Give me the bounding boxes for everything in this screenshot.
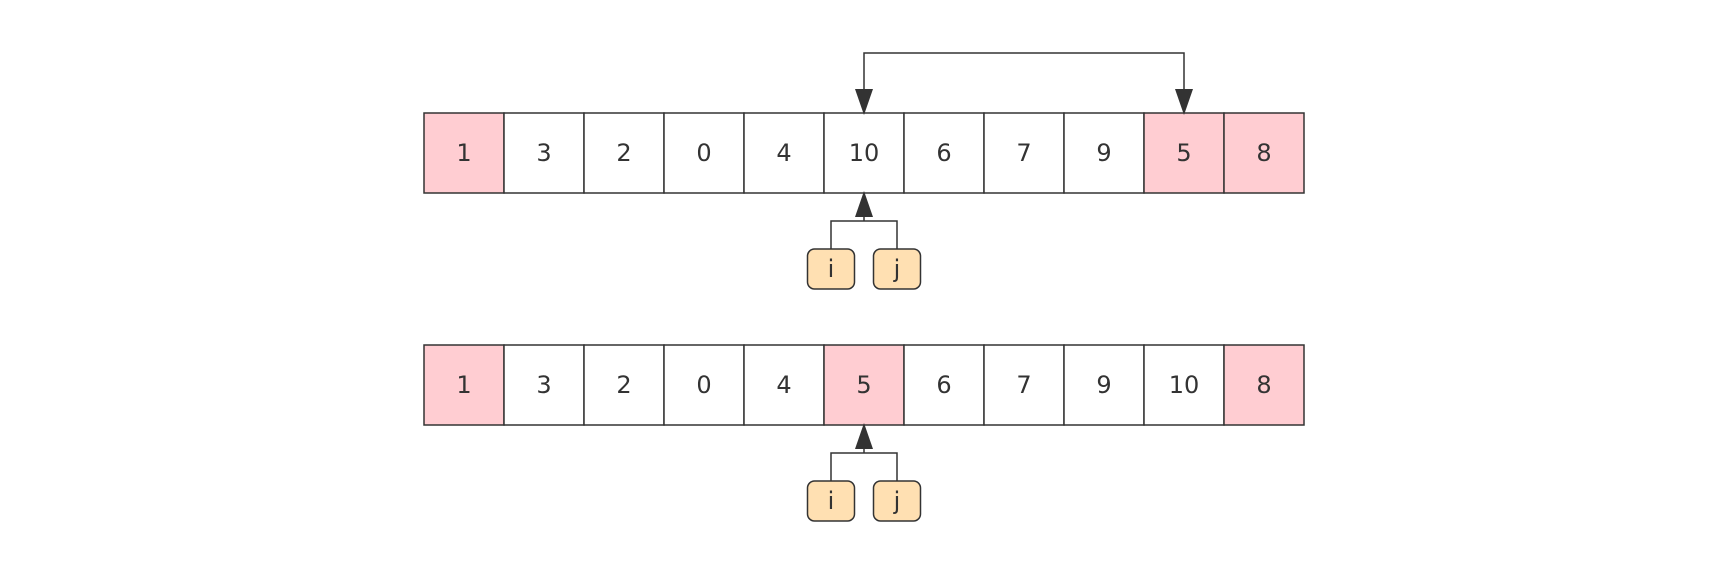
pointer-box [872,248,922,290]
cell-box [823,112,905,194]
cell-value: 1 [456,139,471,167]
cell-value: 3 [536,371,551,399]
cell-value: 4 [776,139,791,167]
cell-box [983,112,1065,194]
cell-box [583,344,665,426]
pointer-label: i [828,255,835,283]
pointer-label: i [828,487,835,515]
pointer-box [806,248,856,290]
arrays-layer: 1 3 2 0 4 10 6 7 9 5 8 i j 1 3 2 0 4 5 6 7 9 10 8 i j [423,52,1305,522]
array-cell: 3 [503,112,585,194]
cell-value: 2 [616,371,631,399]
cell-value: 7 [1016,371,1031,399]
cell-value: 6 [936,139,951,167]
pointer-j: j [872,480,922,522]
cell-value: 3 [536,139,551,167]
cell-value: 8 [1256,371,1271,399]
array-cell: 2 [583,344,665,426]
array-cell: 5 [1143,112,1225,194]
cell-box [1063,344,1145,426]
cell-box [1223,344,1305,426]
cell-value: 5 [856,371,871,399]
cell-box [823,344,905,426]
pointer-box [806,480,856,522]
cell-value: 0 [696,139,711,167]
pointer-label: j [893,487,901,515]
swap-arrowhead-left [855,89,873,115]
cell-value: 10 [1169,371,1200,399]
pointer-arrowhead [855,423,873,449]
array-cell: 0 [663,112,745,194]
pointer-i: i [806,480,856,522]
array-cell: 4 [743,344,825,426]
cell-box [583,112,665,194]
cell-value: 9 [1096,371,1111,399]
array-cell: 5 [823,344,905,426]
cell-value: 2 [616,139,631,167]
array-cell: 8 [1223,112,1305,194]
swap-connector [863,52,1185,111]
array-cell: 7 [983,344,1065,426]
cell-value: 8 [1256,139,1271,167]
array-before-swap: 1 3 2 0 4 10 6 7 9 5 8 i j [423,52,1305,290]
array-cell: 1 [423,112,505,194]
cell-box [743,112,825,194]
cell-box [1143,112,1225,194]
cell-value: 0 [696,371,711,399]
pointer-arrowhead [855,191,873,217]
cell-box [743,344,825,426]
array-after-swap: 1 3 2 0 4 5 6 7 9 10 8 i j [423,344,1305,522]
array-cell: 10 [823,112,905,194]
array-cell: 9 [1063,344,1145,426]
array-cell: 4 [743,112,825,194]
cell-box [1063,112,1145,194]
array-cell: 10 [1143,344,1225,426]
cell-box [983,344,1065,426]
cell-value: 7 [1016,139,1031,167]
array-cell: 2 [583,112,665,194]
array-cell: 6 [903,112,985,194]
pointer-label: j [893,255,901,283]
array-cell: 9 [1063,112,1145,194]
array-cell: 6 [903,344,985,426]
cell-box [1223,112,1305,194]
cell-value: 10 [849,139,880,167]
swap-arrowhead-right [1175,89,1193,115]
cell-value: 5 [1176,139,1191,167]
pointer-j: j [872,248,922,290]
cell-box [903,112,985,194]
array-cell: 7 [983,112,1065,194]
pointer-box [872,480,922,522]
array-cell: 1 [423,344,505,426]
array-cell: 0 [663,344,745,426]
cell-value: 6 [936,371,951,399]
cell-box [503,112,585,194]
cell-box [663,344,745,426]
cell-box [423,344,505,426]
array-cell: 3 [503,344,585,426]
cell-value: 4 [776,371,791,399]
cell-box [903,344,985,426]
cell-value: 9 [1096,139,1111,167]
cell-value: 1 [456,371,471,399]
cell-box [503,344,585,426]
cell-box [423,112,505,194]
array-cell: 8 [1223,344,1305,426]
pointer-i: i [806,248,856,290]
